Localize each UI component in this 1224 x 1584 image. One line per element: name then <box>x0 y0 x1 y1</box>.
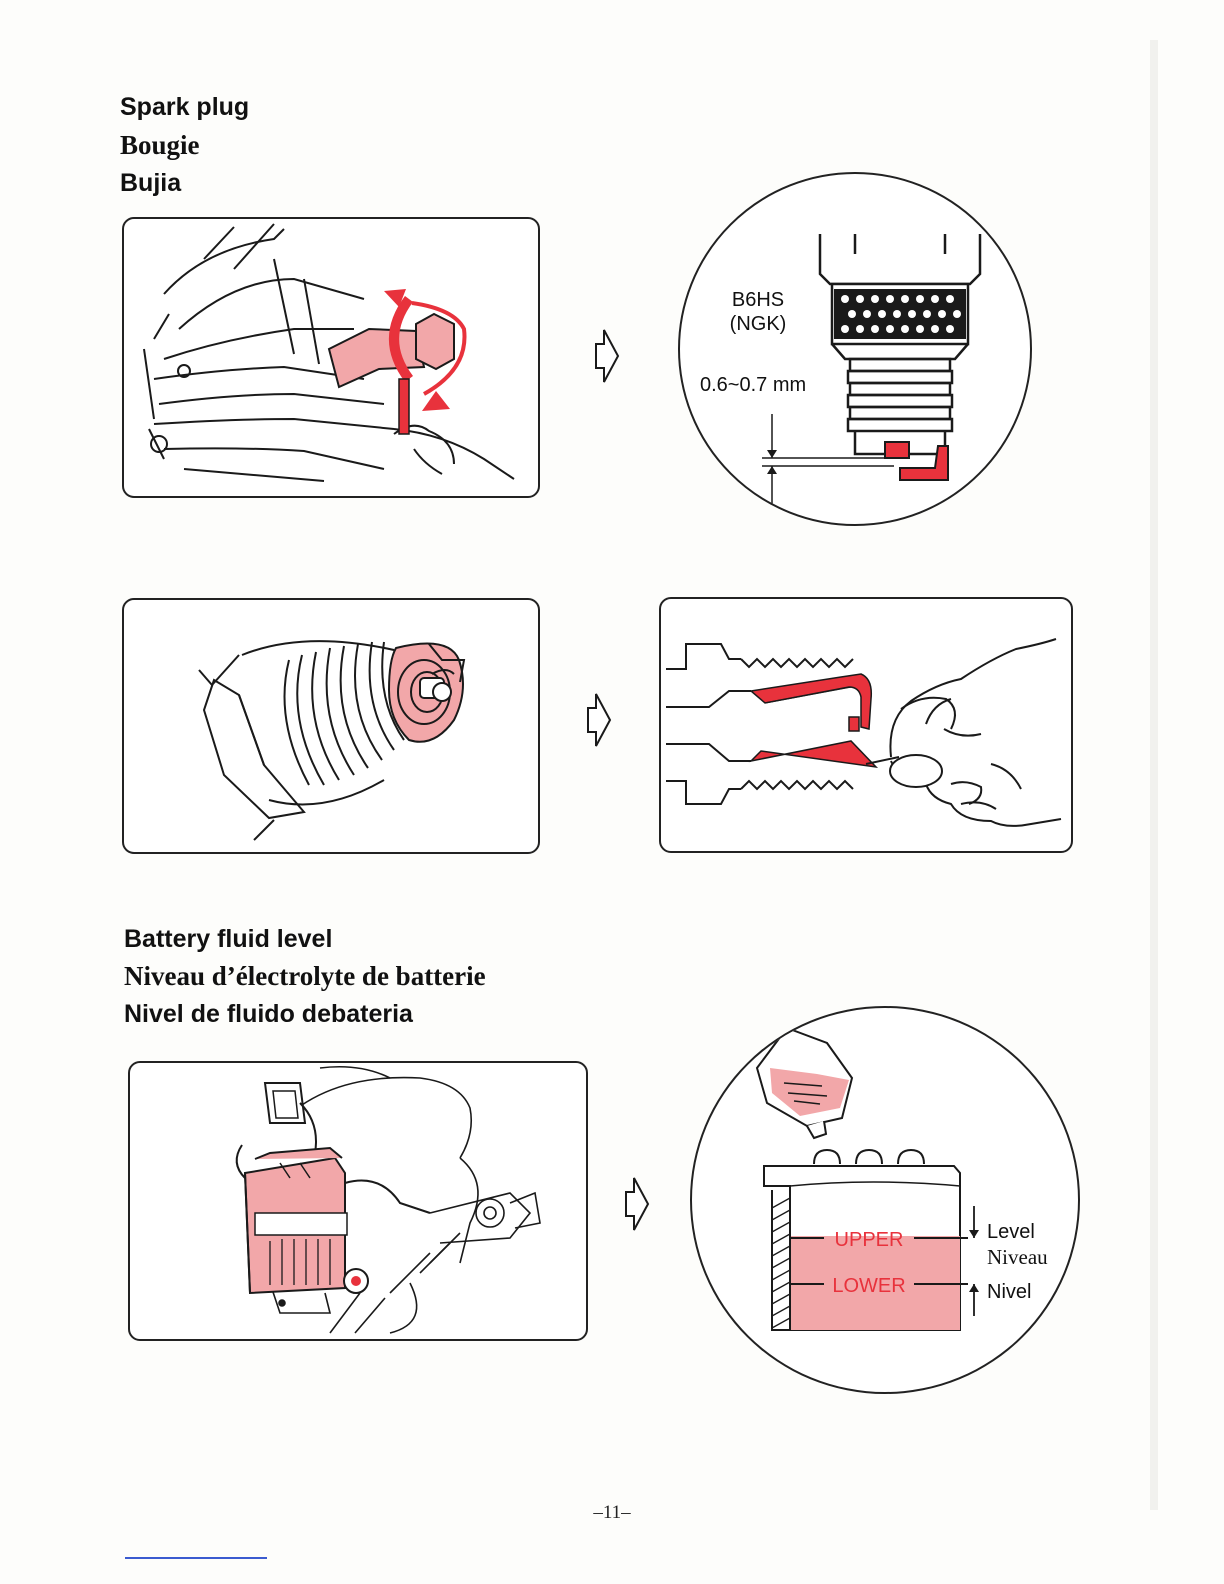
arrow-right-outline-icon <box>624 1174 650 1234</box>
spark-plug-gap-check-illustration <box>659 597 1073 853</box>
spark-plug-title-es: Bujia <box>120 164 181 202</box>
battery-title-en: Battery fluid level <box>124 920 332 958</box>
spark-plug-title-fr: Bougie <box>120 126 200 164</box>
footer-rule <box>125 1557 267 1559</box>
page-edge-shade <box>1150 40 1158 1510</box>
battery-title-es: Nivel de fluido debateria <box>124 995 413 1033</box>
arrow-right-outline-icon <box>594 326 620 386</box>
level-label-en: Level <box>987 1221 1035 1243</box>
gap-spec-label: 0.6~0.7 mm <box>700 374 806 396</box>
spark-plug-cleaning-illustration <box>122 598 540 854</box>
battery-location-illustration <box>128 1061 588 1341</box>
page-number: –11– <box>0 1502 1224 1524</box>
lower-mark-label: LOWER <box>832 1275 905 1297</box>
battery-title-fr: Niveau d’électrolyte de batterie <box>124 957 486 995</box>
arrow-right-outline-icon <box>586 690 612 750</box>
level-label-es: Nivel <box>987 1281 1031 1303</box>
upper-mark-label: UPPER <box>835 1229 904 1251</box>
level-label-fr: Niveau <box>987 1245 1048 1269</box>
battery-level-detail: UPPER LOWER Level Niveau Nivel <box>690 1006 1080 1394</box>
spark-plug-gap-detail: B6HS (NGK) 0.6~0.7 mm <box>678 172 1032 526</box>
spark-plug-title-en: Spark plug <box>120 88 249 126</box>
spark-plug-removal-illustration <box>122 217 540 498</box>
plug-brand-label: (NGK) <box>730 313 787 335</box>
plug-type-label: B6HS <box>732 289 784 311</box>
